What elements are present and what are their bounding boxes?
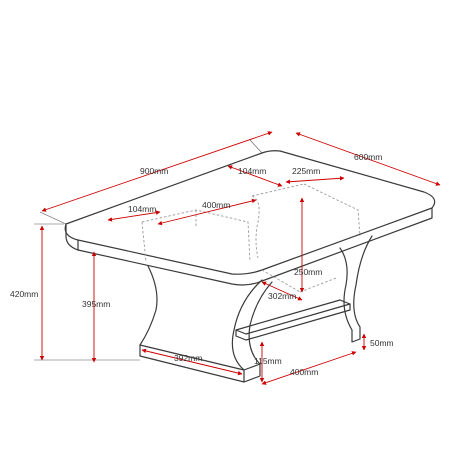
tabletop-edge — [65, 207, 433, 286]
dim-115-label: 115mm — [254, 356, 282, 366]
dim-900-label: 900mm — [140, 166, 168, 176]
dimension-lines — [34, 131, 441, 385]
dim-104-left-label: 104mm — [128, 204, 156, 214]
dim-302-label: 302mm — [268, 291, 296, 301]
dim-900-line — [41, 131, 273, 212]
dim-225-label: 225mm — [292, 166, 320, 176]
dim-420-label: 420mm — [10, 289, 38, 299]
shelf-edge — [235, 303, 351, 341]
dim-250-label: 250mm — [294, 267, 322, 277]
dim-50-label: 50mm — [370, 338, 394, 348]
dim-392-label: 392mm — [174, 353, 202, 363]
dim-600-line — [295, 132, 441, 186]
dim-392-line — [141, 348, 243, 376]
shelf — [235, 299, 351, 335]
dim-302-line — [261, 281, 303, 301]
dim-104-left-line — [107, 210, 161, 222]
dim-400-bottom-label: 400mm — [290, 367, 318, 377]
dim-400-top-label: 400mm — [202, 200, 230, 210]
hidden-leg-right-top — [251, 183, 361, 259]
left-leg-base-side — [243, 363, 261, 383]
dim-104-front-label: 104mm — [238, 166, 266, 176]
dim-600-label: 600mm — [354, 152, 382, 162]
dim-400-bottom-line — [261, 351, 357, 385]
dim-395-label: 395mm — [82, 299, 110, 309]
dim-400-top-line — [157, 198, 257, 226]
dim-104-front-line — [227, 165, 283, 187]
hidden-leg-left-top — [141, 209, 251, 263]
dim-225-line — [285, 176, 345, 184]
dimension-labels: 900mm 600mm 104mm 225mm 400mm 104mm 420m… — [10, 152, 394, 377]
right-leg — [339, 235, 373, 343]
